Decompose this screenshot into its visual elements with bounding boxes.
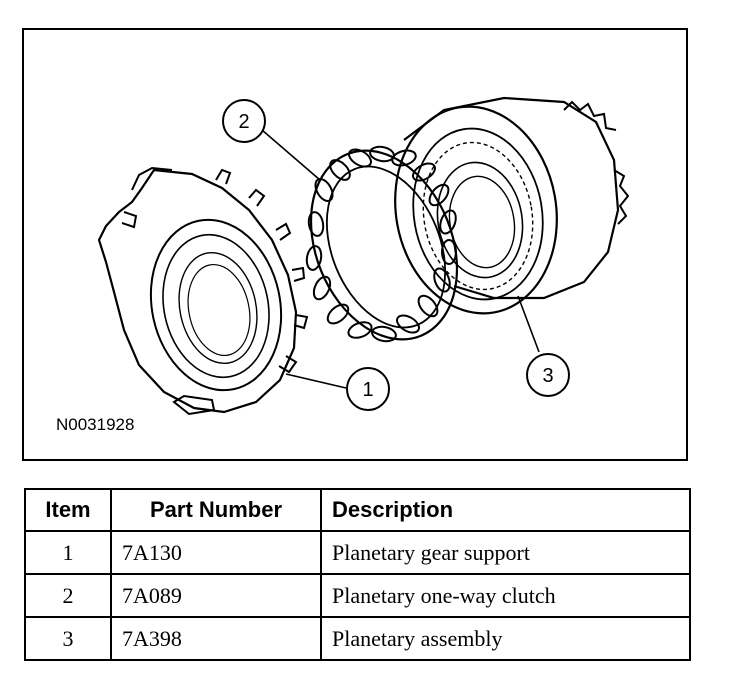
planetary-assembly-drawing — [394, 96, 630, 315]
item-cell: 2 — [24, 573, 112, 618]
diagram-frame: 2 1 3 N0031928 — [22, 28, 688, 461]
parts-table-header-row: Item Part Number Description — [24, 488, 691, 532]
table-row: 3 7A398 Planetary assembly — [24, 616, 691, 661]
part-number-cell: 7A089 — [110, 573, 322, 618]
table-row: 2 7A089 Planetary one-way clutch — [24, 573, 691, 618]
table-row: 1 7A130 Planetary gear support — [24, 530, 691, 575]
description-cell: Planetary one-way clutch — [320, 573, 691, 618]
callout-3-label: 3 — [542, 365, 553, 387]
item-cell: 1 — [24, 530, 112, 575]
header-part-number: Part Number — [110, 488, 322, 532]
callout-1: 1 — [346, 367, 390, 411]
leader-line-1 — [285, 373, 347, 389]
callout-2-label: 2 — [238, 111, 249, 133]
exploded-view-illustration: 2 1 3 — [97, 96, 630, 416]
header-item: Item — [24, 488, 112, 532]
one-way-clutch-drawing — [305, 145, 459, 343]
parts-table: Item Part Number Description 1 7A130 Pla… — [24, 488, 691, 661]
part-number-cell: 7A398 — [110, 616, 322, 661]
header-description: Description — [320, 488, 691, 532]
description-cell: Planetary gear support — [320, 530, 691, 575]
callout-2: 2 — [222, 99, 266, 143]
callout-3: 3 — [526, 353, 570, 397]
leader-line-2 — [261, 129, 321, 181]
callout-1-label: 1 — [362, 379, 373, 401]
leader-line-3 — [517, 295, 540, 353]
item-cell: 3 — [24, 616, 112, 661]
part-number-cell: 7A130 — [110, 530, 322, 575]
description-cell: Planetary assembly — [320, 616, 691, 661]
planetary-gear-support-drawing — [97, 166, 309, 416]
leader-lines — [261, 129, 540, 389]
figure-id-label: N0031928 — [56, 415, 135, 434]
